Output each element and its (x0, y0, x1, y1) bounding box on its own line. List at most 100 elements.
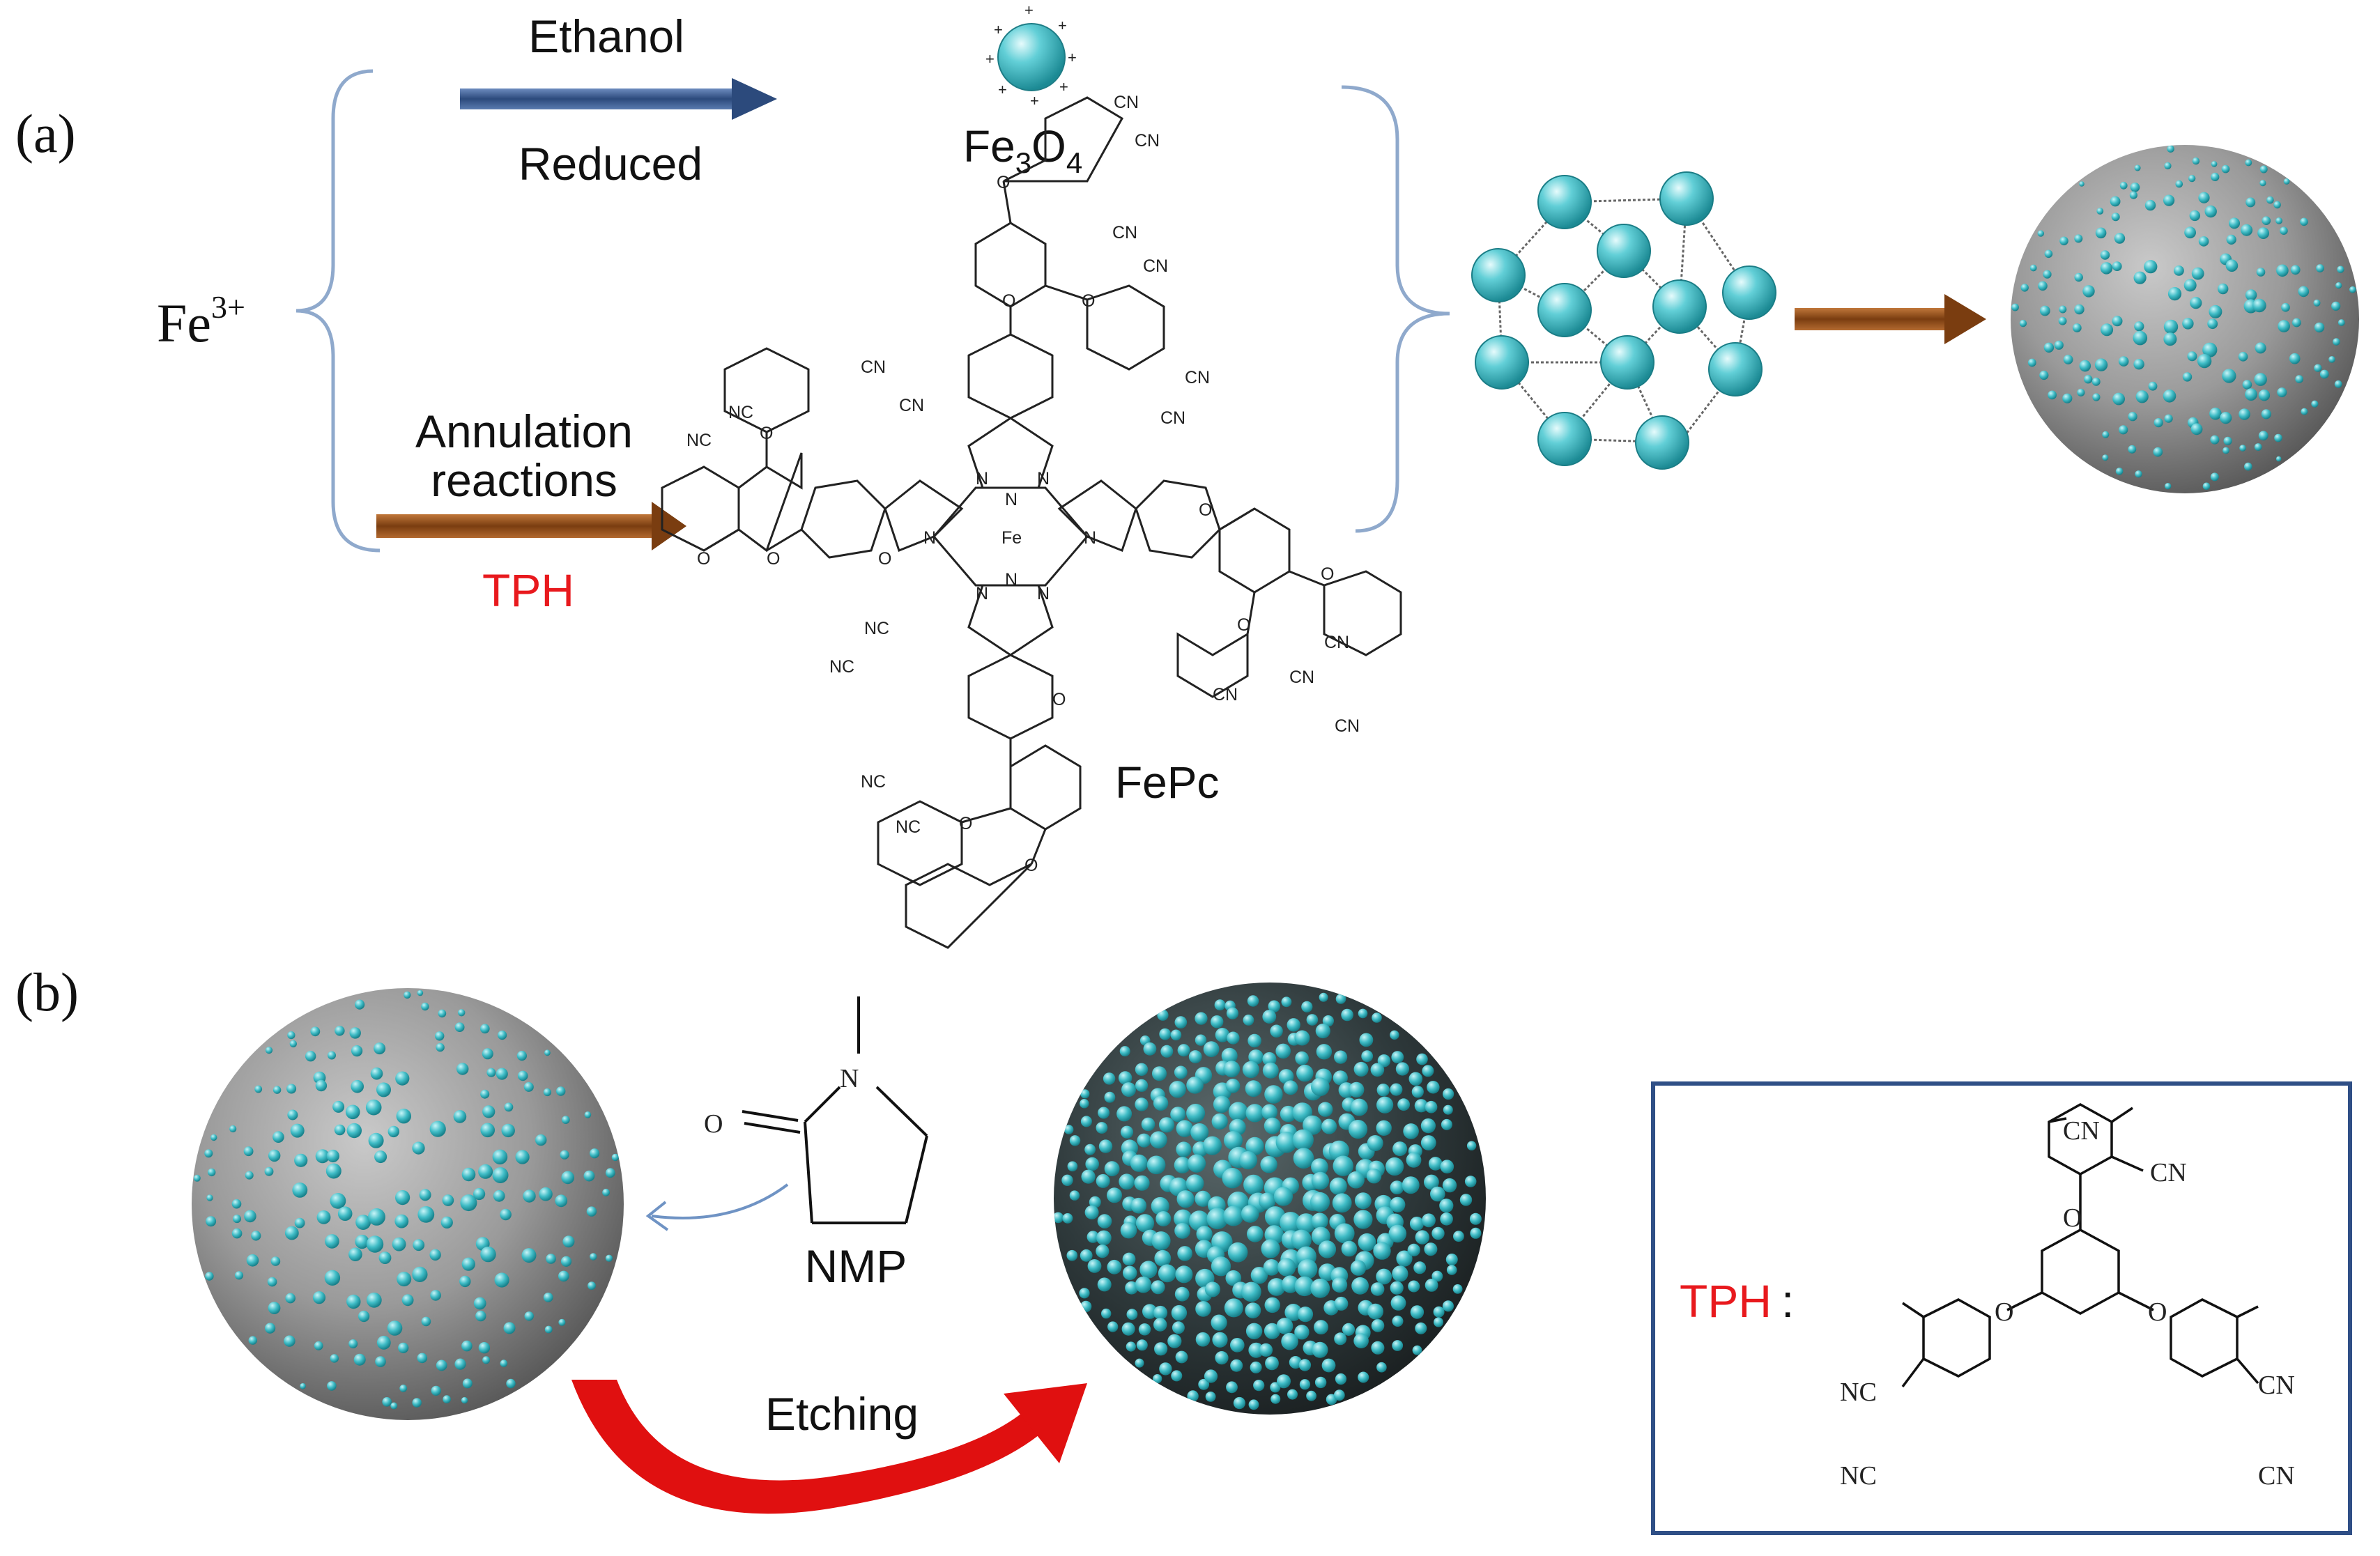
surface-bead (286, 1084, 296, 1094)
surface-bead (382, 1397, 392, 1407)
surface-bead (1321, 1119, 1337, 1134)
surface-bead (1467, 1141, 1476, 1150)
surface-bead (2257, 268, 2266, 277)
surface-bead (2295, 375, 2303, 383)
surface-bead (2133, 359, 2144, 369)
surface-bead (1385, 1157, 1404, 1176)
surface-bead (1230, 1359, 1243, 1372)
surface-bead (2110, 197, 2121, 207)
surface-bead (268, 1150, 280, 1162)
surface-bead (545, 1326, 553, 1334)
surface-bead (1067, 1250, 1078, 1261)
surface-bead (1311, 1077, 1330, 1096)
surface-bead (1167, 1334, 1181, 1348)
surface-bead (194, 1175, 201, 1182)
surface-bead (1465, 1176, 1477, 1187)
fe3o4-fepc-network (1472, 172, 1776, 469)
surface-bead (1223, 1061, 1240, 1077)
surface-bead (1144, 1042, 1157, 1056)
surface-bead (2292, 318, 2301, 328)
surface-bead (377, 1336, 391, 1350)
surface-bead (2133, 331, 2148, 346)
surface-bead (2333, 338, 2340, 346)
surface-bead (1249, 1399, 1259, 1410)
surface-bead (1353, 1333, 1369, 1348)
surface-bead (2165, 483, 2171, 489)
surface-bead (2096, 228, 2107, 239)
surface-bead (482, 1048, 493, 1059)
surface-bead (2116, 468, 2124, 475)
surface-bead (500, 1209, 512, 1221)
surface-bead (2226, 259, 2239, 272)
surface-bead (461, 1397, 468, 1403)
fepc-cn-12: CN (1335, 716, 1360, 736)
surface-bead (1315, 1377, 1326, 1388)
surface-bead (398, 1343, 408, 1353)
surface-bead (2224, 437, 2232, 445)
surface-bead (2059, 237, 2068, 246)
surface-bead (346, 1105, 360, 1120)
surface-bead (1204, 1041, 1220, 1057)
surface-bead (1080, 1089, 1089, 1098)
surface-bead (2164, 162, 2171, 169)
surface-bead (1336, 994, 1346, 1004)
surface-bead (2045, 250, 2053, 259)
fepc-n-atom-6: N (1084, 528, 1096, 548)
surface-bead (478, 1164, 493, 1179)
surface-bead (2198, 192, 2209, 203)
surface-bead (2131, 183, 2140, 192)
svg-text:+: + (985, 50, 995, 68)
surface-bead (436, 1043, 444, 1052)
surface-bead (1196, 1332, 1211, 1347)
surface-bead (1403, 1123, 1419, 1139)
surface-bead (1341, 1009, 1353, 1022)
svg-text:+: + (994, 21, 1003, 38)
annulation-label: Annulation (415, 406, 633, 457)
surface-bead (606, 1255, 613, 1262)
fepc-o-atom-7: O (878, 549, 891, 569)
fepc-o-atom-8: O (767, 549, 780, 569)
surface-bead (2218, 284, 2228, 294)
surface-bead (1316, 1024, 1330, 1038)
surface-bead (454, 1110, 467, 1123)
surface-bead (2244, 463, 2252, 471)
product-sphere-a (2011, 145, 2359, 493)
surface-bead (2211, 173, 2219, 181)
surface-bead (2044, 343, 2054, 353)
surface-bead (1174, 1223, 1190, 1239)
surface-bead (1096, 1245, 1109, 1258)
surface-bead (1135, 1063, 1148, 1076)
surface-bead (1349, 1120, 1367, 1139)
surface-bead (1135, 1079, 1148, 1092)
surface-bead (1175, 1287, 1190, 1302)
surface-bead (1411, 1305, 1424, 1318)
surface-bead (354, 1354, 366, 1366)
surface-bead (1186, 1174, 1204, 1192)
surface-bead (612, 1154, 619, 1161)
fepc-cn-7: CN (861, 357, 886, 377)
surface-bead (2163, 332, 2176, 346)
surface-bead (474, 1297, 486, 1310)
surface-bead (397, 1109, 411, 1123)
surface-bead (2114, 233, 2125, 243)
surface-bead (326, 1164, 341, 1179)
surface-bead (351, 1045, 362, 1056)
surface-bead (2207, 318, 2218, 329)
surface-bead (1310, 1192, 1330, 1212)
surface-bead (456, 1063, 468, 1074)
surface-bead (1447, 1265, 1457, 1275)
surface-bead (368, 1208, 385, 1226)
surface-bead (1151, 1231, 1170, 1250)
surface-bead (1101, 1309, 1111, 1318)
surface-bead (1158, 1264, 1176, 1282)
surface-bead (463, 1378, 473, 1388)
surface-bead (317, 1210, 331, 1224)
surface-bead (1421, 1135, 1436, 1150)
surface-bead (1079, 1288, 1089, 1298)
surface-bead (1409, 1072, 1423, 1086)
surface-bead (2262, 216, 2271, 225)
fepc-fe-atom: Fe (1001, 528, 1022, 548)
surface-bead (1372, 1319, 1385, 1332)
surface-bead (2074, 305, 2084, 314)
surface-bead (1441, 1160, 1454, 1173)
